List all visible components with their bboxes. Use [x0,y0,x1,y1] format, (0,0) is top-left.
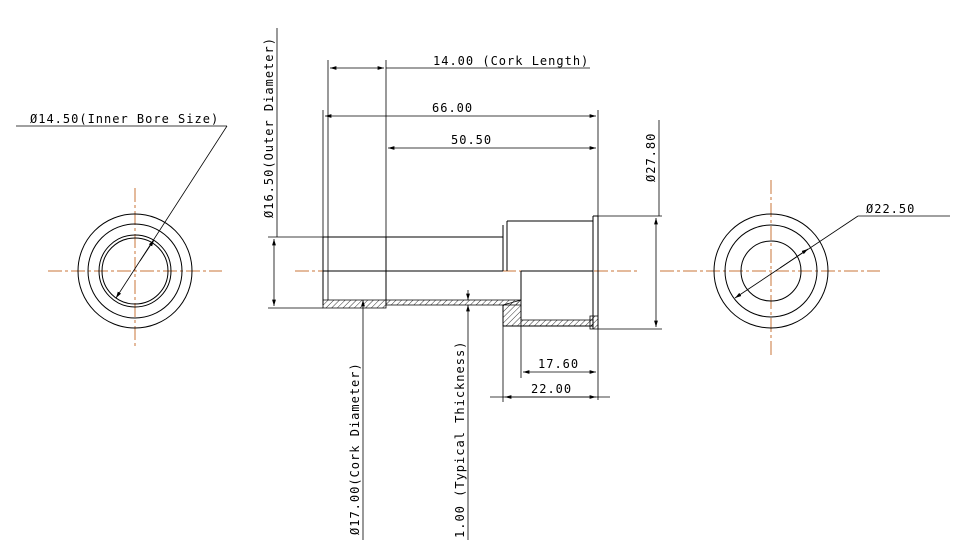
len-17-label: 17.60 [538,357,579,371]
left-view-outer-circle [77,213,193,329]
section-view [295,215,640,330]
left-end-view: Ø14.50(Inner Bore Size) [16,112,228,348]
dia-22-leader-arrow-upper [779,248,809,269]
overall-length-label: 66.00 [432,101,473,115]
hatched-wall-flange [589,315,599,330]
cork-dia-label: Ø17.00(Cork Diameter) [348,362,362,535]
cork-length-label: 14.00 (Cork Length) [433,54,589,68]
inner-bore-leader-line [115,125,228,299]
len-22-label: 22.00 [531,382,572,396]
right-view-inner-circle [740,240,802,302]
dia-27-label: Ø27.80 [644,133,658,182]
inner-bore-label: Ø14.50(Inner Bore Size) [30,112,219,126]
inner-bore-leader-arrow-upper [139,239,155,262]
hatched-wall-flare [502,299,594,327]
right-end-view: Ø22.50 [660,180,950,356]
dimensions: 14.00 (Cork Length) 66.00 50.50 Ø16.50(O… [262,28,662,540]
right-view-middle-circle [724,224,818,318]
right-view-outer-circle [713,213,829,329]
left-view-bore-inner-circle [101,237,169,305]
left-view-middle-circle [87,223,183,319]
length-50-label: 50.50 [451,133,492,147]
hatched-wall-tube [322,299,522,309]
typical-thickness-label: 1.00 (Typical Thickness) [453,341,467,538]
dia-22-label: Ø22.50 [866,202,915,216]
left-view-bore-outer-circle [98,234,172,308]
outer-dia-label: Ø16.50(Outer Diameter) [262,37,276,218]
